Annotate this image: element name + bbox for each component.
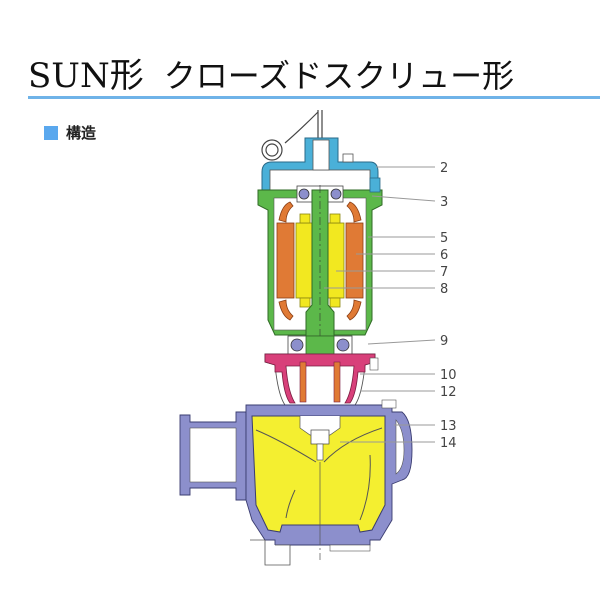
callout-13: 13 <box>440 419 457 434</box>
callout-3: 3 <box>440 195 448 210</box>
title-model: SUN形 <box>28 56 144 96</box>
square-bullet-icon <box>44 125 58 140</box>
stator-coils <box>276 201 364 321</box>
seal-housing <box>264 353 379 406</box>
callout-12: 12 <box>440 385 457 400</box>
title-underline <box>28 96 600 99</box>
page-title: SUN形クローズドスクリュー形 <box>28 48 514 97</box>
rotor <box>295 213 345 308</box>
callout-9: 9 <box>440 334 448 349</box>
impeller <box>251 415 386 545</box>
callout-6: 6 <box>440 248 448 263</box>
section-heading: 構造 <box>44 122 96 143</box>
callout-2: 2 <box>440 161 448 176</box>
callout-8: 8 <box>440 282 448 297</box>
title-type: クローズドスクリュー形 <box>163 57 515 95</box>
callout-numbers: 2 3 5 6 7 8 9 10 12 13 14 <box>440 161 457 451</box>
callout-5: 5 <box>440 231 448 246</box>
lower-bearing <box>287 335 353 355</box>
callout-10: 10 <box>440 368 457 383</box>
section-label: 構造 <box>66 124 97 142</box>
callout-14: 14 <box>440 436 457 451</box>
callout-7: 7 <box>440 265 448 280</box>
callout-leaders <box>324 166 436 443</box>
